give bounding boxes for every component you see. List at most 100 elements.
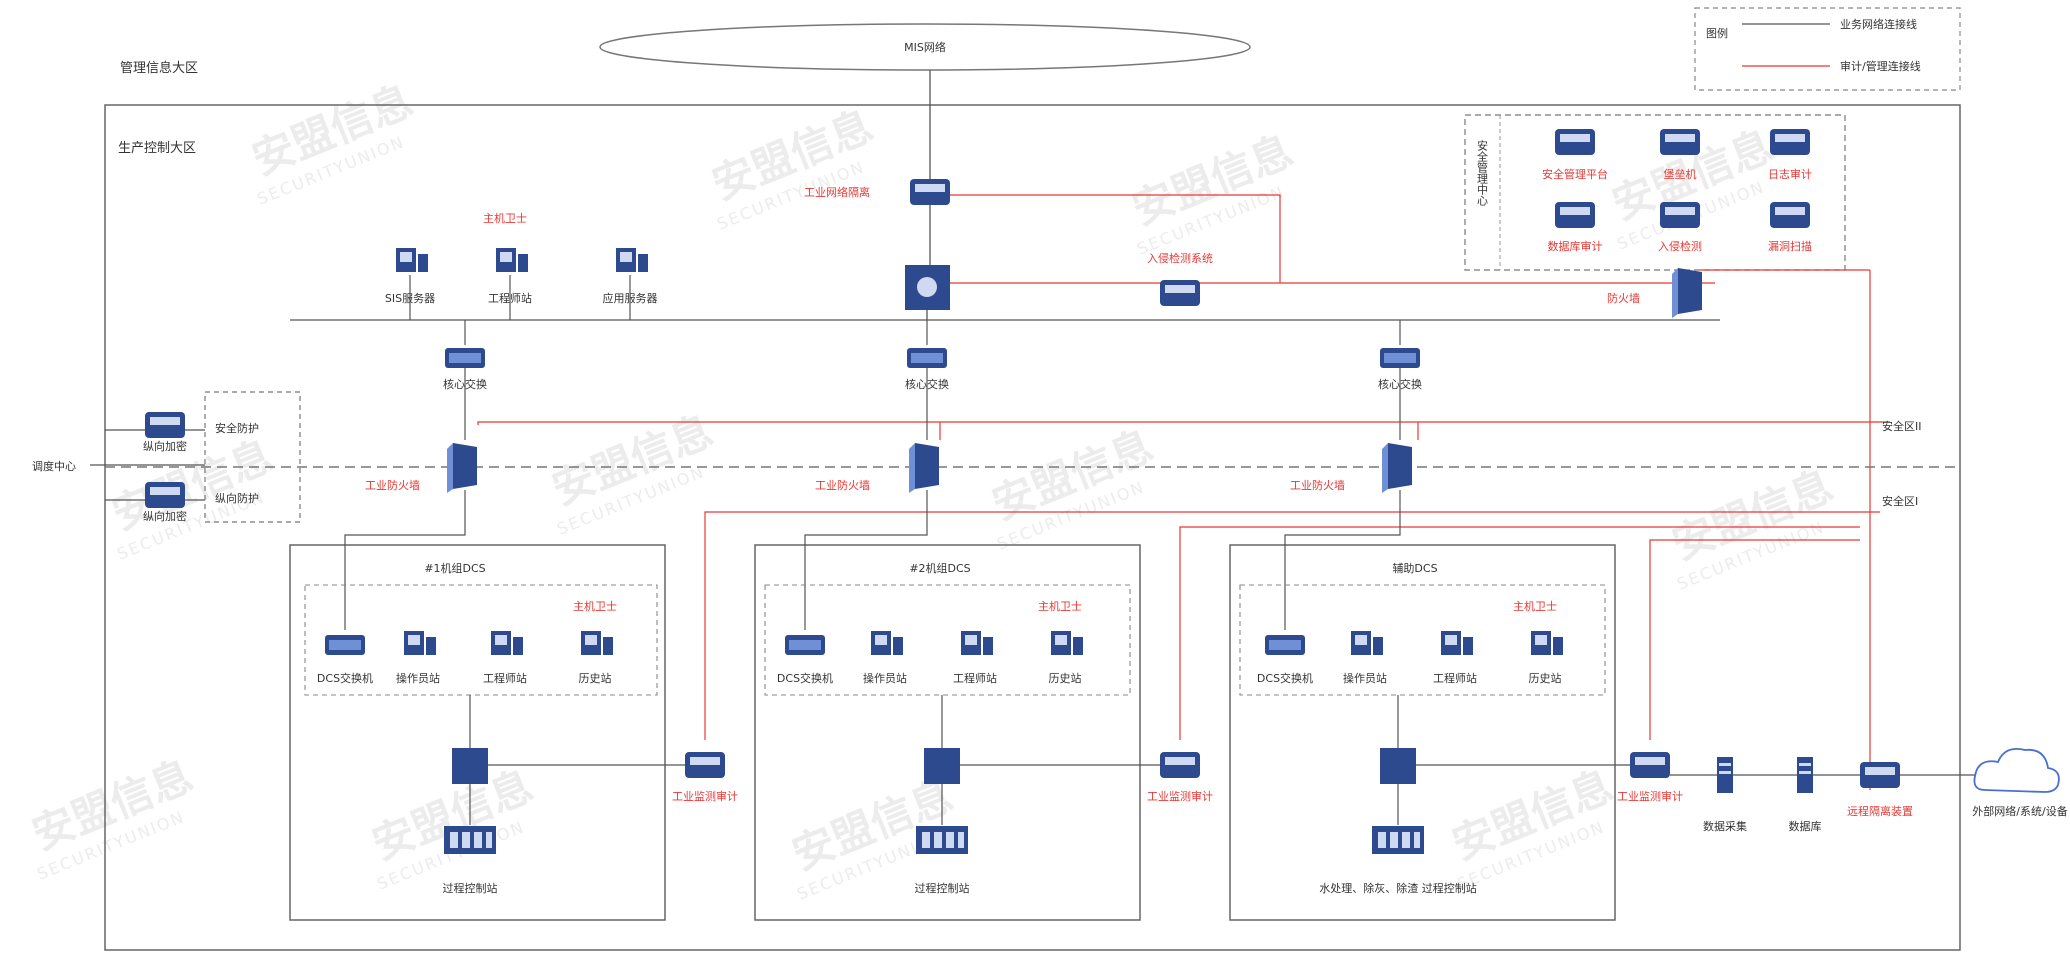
- vertical-enc-2-label: 纵向加密: [143, 509, 187, 523]
- right-firewall-icon: [1672, 268, 1702, 318]
- mis-network-label: MIS网络: [904, 40, 946, 54]
- vuln-scan-icon: [1770, 202, 1810, 228]
- firewall-3-icon: [1382, 443, 1412, 493]
- vertical-enc-2-icon: [145, 482, 185, 508]
- sec-platform-icon: [1555, 129, 1595, 155]
- firewall-1-label: 工业防火墙: [365, 478, 420, 492]
- intrusion-detection-icon: [1160, 280, 1200, 306]
- remote-gateway-label: 远程隔离装置: [1847, 804, 1913, 818]
- dcs2-hist-label: 历史站: [1049, 671, 1082, 685]
- audit-2-label: 工业监测审计: [1147, 789, 1213, 803]
- dcs2-host-guard-tag: 主机卫士: [1038, 599, 1082, 613]
- data-collect-server-label: 数据采集: [1703, 819, 1747, 833]
- audit-3-label: 工业监测审计: [1617, 789, 1683, 803]
- ring-a-label: 安全防护: [215, 421, 259, 435]
- core-switch-2-icon: [907, 348, 947, 368]
- vuln-scan-label: 漏洞扫描: [1768, 239, 1812, 253]
- dcs1-hist-label: 历史站: [579, 671, 612, 685]
- vertical-enc-1-label: 纵向加密: [143, 439, 187, 453]
- core-switch-1-icon: [445, 348, 485, 368]
- audit-1-label: 工业监测审计: [672, 789, 738, 803]
- database-server-label: 数据库: [1789, 819, 1822, 833]
- fortress-label: 堡垒机: [1664, 167, 1697, 181]
- dcs1-eng-label: 工程师站: [483, 671, 527, 685]
- firewall-1-icon: [447, 443, 477, 493]
- mis-network-ellipse: [599, 23, 1251, 71]
- host-guard-top-tag: 主机卫士: [483, 211, 527, 225]
- dcs1-op-label: 操作员站: [396, 671, 440, 685]
- aux-hist-icon: [1531, 631, 1563, 655]
- dcs1-ctrl-icon: [444, 826, 496, 854]
- dcs2-hist-icon: [1051, 631, 1083, 655]
- aux-op-label: 操作员站: [1343, 671, 1387, 685]
- dispatch-group: 安全防护 纵向防护: [204, 391, 301, 523]
- firewall-3-label: 工业防火墙: [1290, 478, 1345, 492]
- ring-b-label: 纵向防护: [215, 491, 259, 505]
- dcs2-switch-label: DCS交换机: [777, 671, 833, 685]
- audit-3-icon: [1630, 752, 1670, 778]
- mgmt-zone-label: 管理信息大区: [120, 60, 198, 76]
- dcs2-ctrl-icon: [916, 826, 968, 854]
- industrial-gateway-label: 工业网络隔离: [804, 185, 870, 199]
- core-host-guard: [905, 265, 950, 310]
- aux-eng-label: 工程师站: [1433, 671, 1477, 685]
- log-audit-label: 日志审计: [1768, 167, 1812, 181]
- dcs2-eng-label: 工程师站: [953, 671, 997, 685]
- firewall-2-icon: [909, 443, 939, 493]
- aux-ctrl-label: 水处理、除灰、除渣 过程控制站: [1319, 881, 1477, 895]
- prod-zone-label: 生产控制大区: [118, 141, 196, 156]
- audit-1-icon: [685, 752, 725, 778]
- industrial-gateway-icon: [910, 179, 950, 205]
- cloud-icon: [1973, 747, 2060, 793]
- dcs1-switch-icon: [325, 635, 365, 655]
- vertical-enc-1-icon: [145, 412, 185, 438]
- db-audit-label: 数据库审计: [1548, 239, 1603, 253]
- dcs2-op-label: 操作员站: [863, 671, 907, 685]
- db-audit-icon: [1555, 202, 1595, 228]
- dcs-aux-title: 辅助DCS: [1392, 561, 1437, 575]
- sec-platform-label: 安全管理平台: [1542, 167, 1608, 181]
- fortress-icon: [1660, 129, 1700, 155]
- dcs2-ctrl-label: 过程控制站: [915, 881, 970, 895]
- dcs2-op-icon: [871, 631, 903, 655]
- dcs1-box: #1机组DCS 主机卫士 DCS交换机 操作员站 工程师站 历史站 过程控制站: [289, 490, 685, 921]
- database-server-icon: [1797, 757, 1813, 793]
- app-server-icon: [616, 248, 648, 272]
- aux-hist-label: 历史站: [1529, 671, 1562, 685]
- cloud-label: 外部网络/系统/设备: [1972, 804, 2067, 818]
- ids-label: 入侵检测: [1658, 239, 1702, 253]
- security-center-box: 安全管理中心 安全管理平台 堡垒机 日志审计 数据库审计 入侵检测 漏洞扫描: [1464, 114, 1846, 271]
- legend: 图例 业务网络连接线 审计/管理连接线: [1694, 7, 1961, 91]
- firewall-2-label: 工业防火墙: [815, 478, 870, 492]
- dcs1-title: #1机组DCS: [424, 561, 485, 575]
- security-center-label: 安全管理中心: [1476, 139, 1489, 206]
- dcs2-box: #2机组DCS 主机卫士 DCS交换机 操作员站 工程师站 历史站 过程控制站: [754, 490, 1160, 921]
- legend-black-line: 业务网络连接线: [1840, 17, 1917, 31]
- remote-gateway-icon: [1860, 762, 1900, 788]
- log-audit-icon: [1770, 129, 1810, 155]
- safety-zone-1-label: 安全区I: [1882, 494, 1918, 508]
- data-collect-server-icon: [1717, 757, 1733, 793]
- dcs2-switch-icon: [785, 635, 825, 655]
- dcs2-title: #2机组DCS: [909, 561, 970, 575]
- dcs1-ctrl-label: 过程控制站: [443, 881, 498, 895]
- intrusion-detection-label: 入侵检测系统: [1147, 251, 1213, 265]
- right-firewall-label: 防火墙: [1607, 291, 1640, 305]
- dcs1-eng-icon: [491, 631, 523, 655]
- legend-red-line: 审计/管理连接线: [1840, 59, 1921, 73]
- aux-eng-icon: [1441, 631, 1473, 655]
- safety-zone-2-label: 安全区II: [1882, 419, 1922, 433]
- audit-2-icon: [1160, 752, 1200, 778]
- core-switch-3-icon: [1380, 348, 1420, 368]
- dcs-aux-box: 辅助DCS 主机卫士 DCS交换机 操作员站 工程师站 历史站 水处理、除灰、除…: [1229, 490, 1630, 921]
- dcs1-op-icon: [404, 631, 436, 655]
- aux-switch-label: DCS交换机: [1257, 671, 1313, 685]
- dcs2-eng-icon: [961, 631, 993, 655]
- ids-icon: [1660, 202, 1700, 228]
- legend-title-1: 图例: [1706, 26, 1728, 40]
- aux-ctrl-icon: [1372, 826, 1424, 854]
- dispatch-center-label: 调度中心: [32, 459, 76, 473]
- dcs1-switch-label: DCS交换机: [317, 671, 373, 685]
- prod-zone-frame: [104, 104, 1961, 951]
